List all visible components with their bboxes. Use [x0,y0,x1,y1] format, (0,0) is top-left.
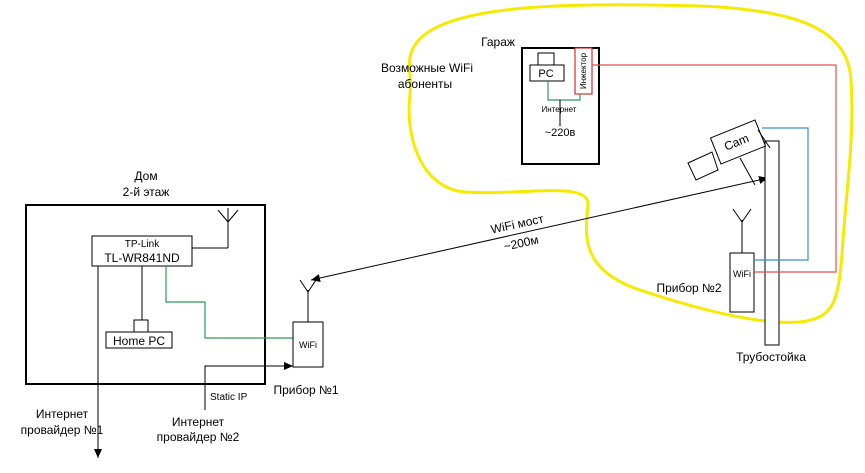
device2-box [729,252,755,313]
wifi-subscribers-line2: абоненты [398,77,452,91]
wifi-coverage-zone [407,3,854,324]
router-brand: TP-Link [125,239,160,250]
injector-box [574,47,593,95]
garage-power-label: ~220в [545,127,576,139]
garage-pc-label: PC [538,68,553,80]
mast-label: Трубостойка [736,350,806,364]
device1-label: Прибор №1 [273,383,338,397]
garage-pc-monitor [537,52,555,66]
house-title-line2: 2-й этаж [123,185,170,199]
red-cable [592,64,837,273]
static-ip-label: Static IP [210,392,248,403]
garage-title: Гараж [481,35,515,49]
garage-internet-label: Интернет [542,105,577,114]
device2-label: Прибор №2 [656,281,721,295]
wifi-bridge-link [310,176,769,282]
garage-ethernet [547,81,581,101]
wifi-subscribers-line1: Возможные WiFi [381,61,473,75]
isp2-line2: провайдер №2 [157,430,240,444]
house-box [25,204,266,385]
device2-wifi: WiFi [733,269,751,279]
cam-icon [687,119,771,186]
house-title-line1: Дом [134,169,157,183]
ethernet-router-device1 [165,266,294,339]
isp1-line2: провайдер №1 [21,423,104,437]
device2-antenna-icon [732,208,752,253]
garage-box [521,47,600,165]
home-pc-box [105,331,173,349]
garage-pc-box [529,64,565,82]
home-pc-label: Home PC [113,334,165,348]
isp2-line [204,362,293,410]
injector-label: Инжектор [579,52,588,89]
blue-cable [754,127,809,261]
home-pc-monitor [133,319,149,333]
isp2-line1: Интернет [172,415,225,429]
device1-antenna-icon [299,279,317,322]
router-model: TL-WR841ND [104,251,180,265]
mast [764,140,780,346]
device1-box [292,321,324,368]
isp1-line1: Интернет [36,407,89,421]
device1-wifi: WiFi [299,340,317,350]
router-antenna-icon [192,208,239,249]
router-box [91,235,193,267]
